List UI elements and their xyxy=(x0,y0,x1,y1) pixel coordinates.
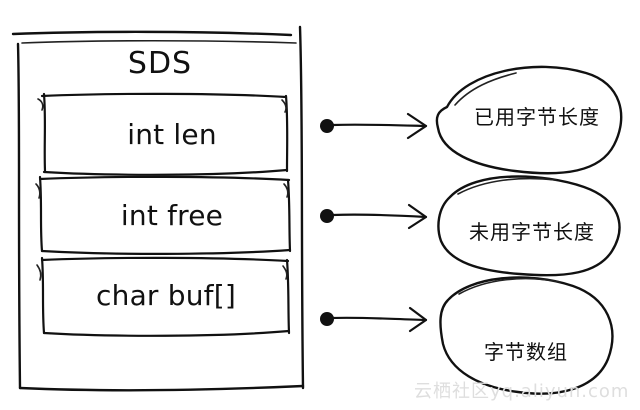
connector-free-length xyxy=(320,203,428,230)
note-used-byte-length: 已用字节长度 xyxy=(474,105,600,129)
note-byte-array: 字节数组 xyxy=(484,340,568,364)
field-box-char-buf xyxy=(36,256,291,337)
diagram-title: SDS xyxy=(127,46,193,81)
label-blob-byte-array xyxy=(439,276,614,395)
label-blob-free-length xyxy=(437,175,621,277)
field-label-char-buf: char buf[] xyxy=(96,279,236,312)
connector-used-length xyxy=(320,112,428,140)
field-box-int-len xyxy=(37,92,289,176)
note-unused-byte-length: 未用字节长度 xyxy=(469,220,595,244)
label-blob-used-length xyxy=(435,65,623,175)
connector-byte-array xyxy=(320,306,428,333)
field-label-int-free: int free xyxy=(120,199,224,232)
watermark-text: 云栖社区yq.aliyun.com xyxy=(414,381,630,402)
field-box-int-free xyxy=(35,175,292,255)
field-label-int-len: int len xyxy=(127,118,217,151)
sds-container-outline xyxy=(11,25,305,392)
